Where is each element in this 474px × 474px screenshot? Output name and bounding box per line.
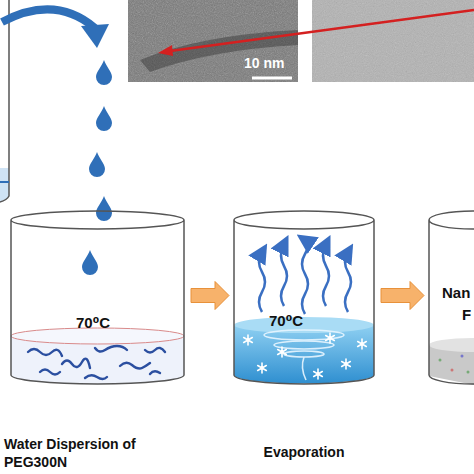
scale-bar-label: 10 nm: [244, 55, 284, 71]
process-arrow: [381, 282, 424, 310]
product-label: F: [462, 306, 474, 325]
temperature-label: 70⁰C: [76, 314, 146, 333]
pointer-arrow: [158, 10, 474, 56]
pour-arrow-head: [81, 24, 109, 48]
source-beaker: [0, 0, 9, 204]
process-arrow-shape: [381, 282, 424, 310]
beaker: 70⁰CWater Dispersion of PEG300N: [10, 210, 185, 385]
beaker: NanF: [428, 210, 474, 385]
polymer-dispersion: [11, 328, 184, 384]
beaker: 70⁰CEvaporation: [233, 210, 375, 385]
beaker-outline: [10, 210, 185, 385]
temperature-label: 70⁰C: [269, 312, 339, 331]
step-caption: Evaporation: [223, 444, 385, 462]
tem-image-left: [128, 0, 298, 82]
drops: [82, 60, 112, 275]
beaker-outline-path: [11, 211, 184, 384]
nanoparticle-film: [429, 338, 474, 385]
process-arrow: [191, 282, 229, 310]
process-arrow-shape: [191, 282, 229, 310]
vapour-arrows: [259, 240, 351, 314]
beaker-outline-path: [234, 211, 374, 384]
beaker-outline-path: [429, 211, 474, 384]
step-caption: Water Dispersion of PEG300N: [4, 436, 154, 471]
product-label: Nan: [442, 284, 474, 303]
pour-arrow: [2, 9, 95, 28]
evaporating-water: [234, 317, 374, 383]
beaker-outline: [233, 210, 375, 385]
